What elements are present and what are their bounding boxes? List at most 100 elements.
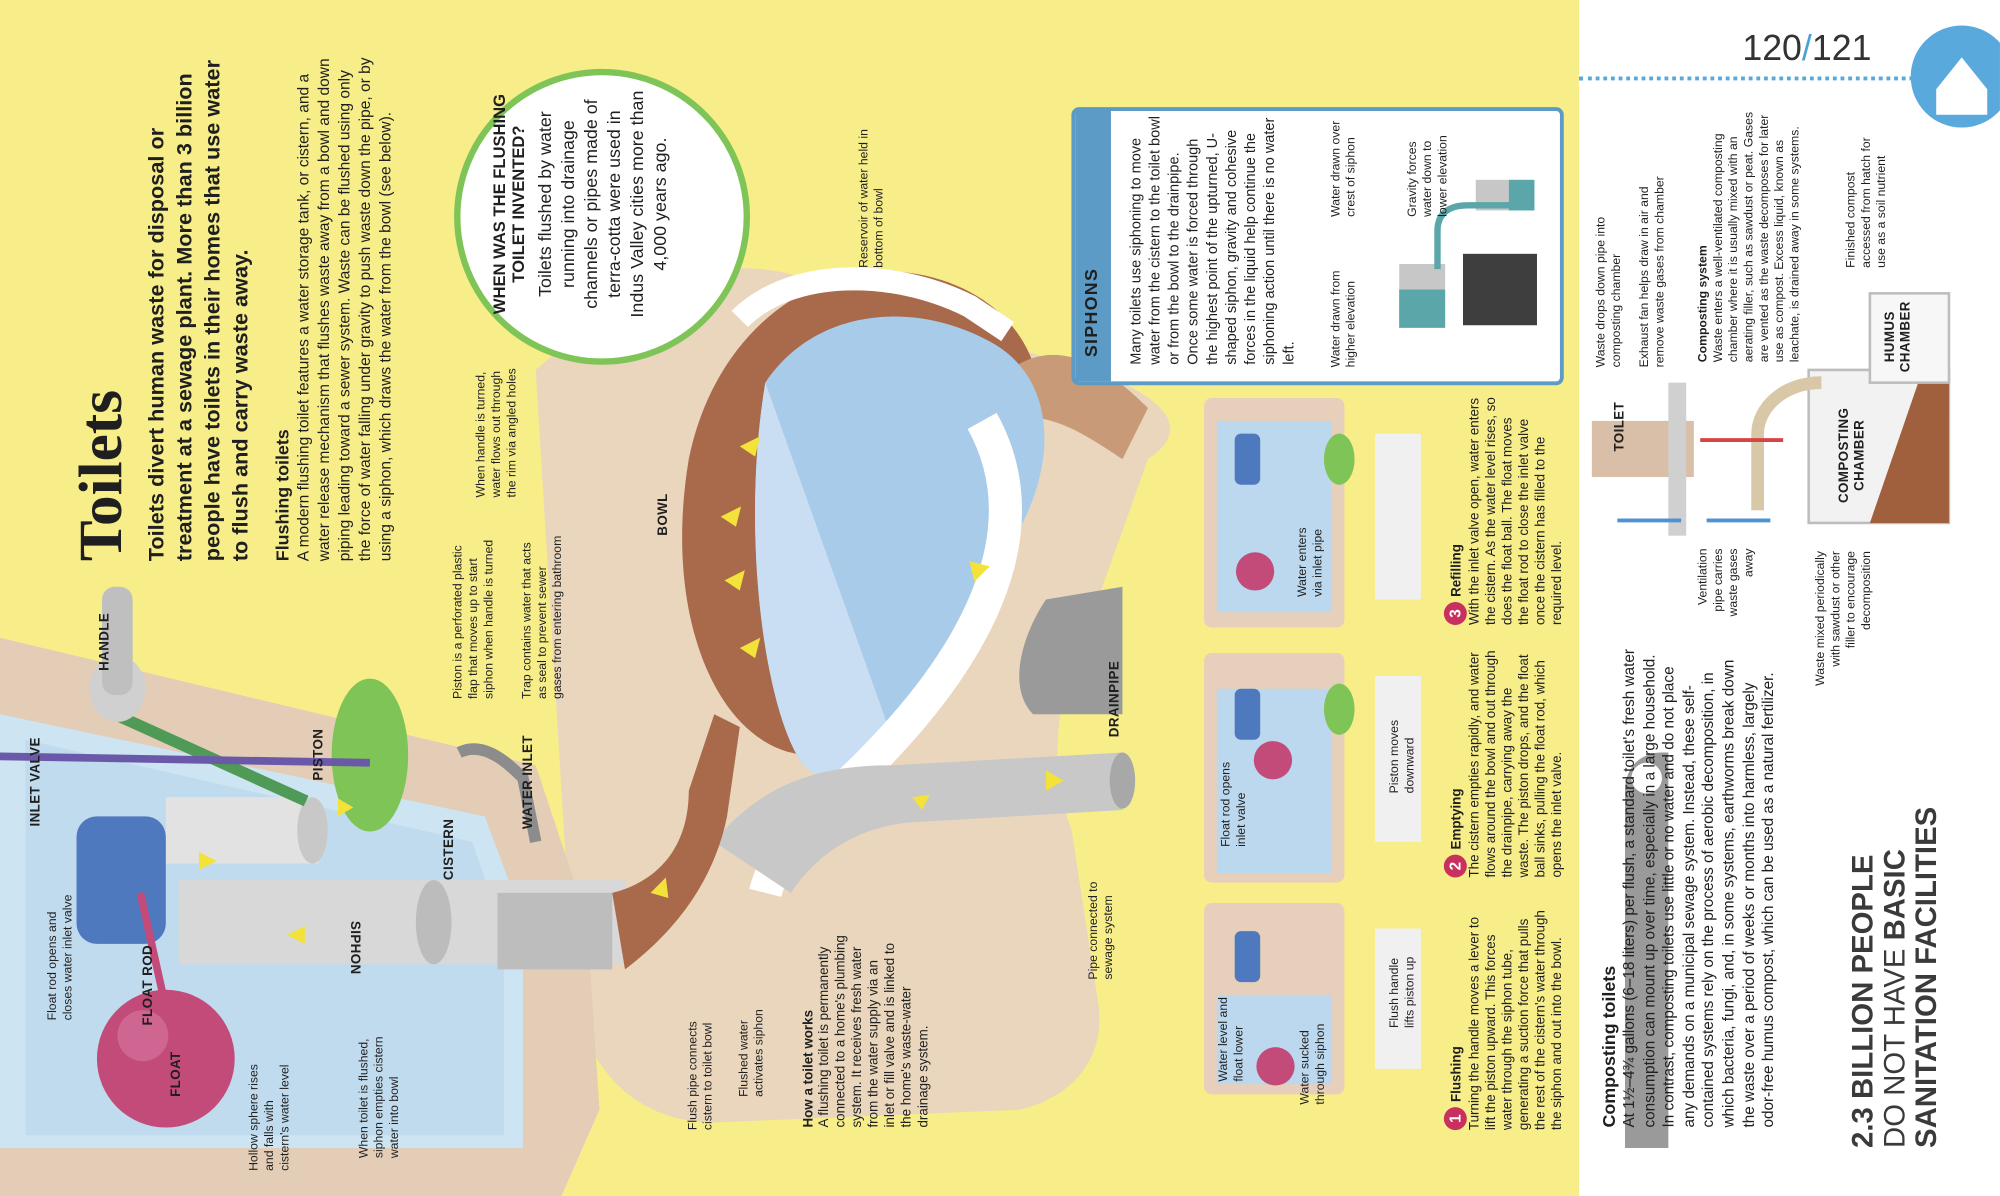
callout-when-flushed: When toilet is flushed, siphon empties c… (357, 1036, 402, 1159)
humus-chamber-box (1868, 292, 1951, 384)
drainpipe-end (1109, 752, 1136, 809)
composting-system: Composting system Waste enters a well-ve… (1696, 107, 1803, 362)
callout-flushed-water: Flushed water activates siphon (737, 1009, 767, 1097)
callout-rim-desc: When handle is turned, water flows out t… (474, 368, 520, 498)
step3-float (1235, 552, 1275, 591)
label-toilet: TOILET (1612, 401, 1628, 452)
arrow-8 (650, 877, 669, 898)
step-1-body: Turning the handle moves a lever to lift… (1466, 910, 1566, 1131)
siphons-heading: SIPHONS (1080, 267, 1101, 358)
step2-bowl (1374, 676, 1421, 842)
callout-waste-mixed: Waste mixed periodically with sawdust or… (1813, 551, 1874, 686)
label-cistern: CISTERN (441, 818, 457, 881)
callout-pipe-connected: Pipe connected to sewage system (1086, 881, 1117, 980)
siphon-upper-water (1399, 289, 1446, 328)
step3-bowl (1374, 433, 1421, 600)
step3-valve (1234, 433, 1261, 485)
step-1-label-level: Water level and float lower (1216, 997, 1247, 1082)
how-works-heading: How a toilet works (801, 1009, 817, 1128)
siphon-tube-curve (1434, 202, 1515, 270)
flushing-section: Flushing toilets A modern flushing toile… (270, 51, 395, 561)
handle-grip (102, 586, 133, 696)
step-1-label-sucked: Water sucked through siphon (1298, 1023, 1328, 1105)
step2-valve (1234, 688, 1261, 740)
step1-bowl (1374, 928, 1421, 1069)
stat-block: 2.3 BILLION PEOPLE DO NOT HAVE BASIC SAN… (1846, 765, 1943, 1148)
invented-text: WHEN WAS THE FLUSHING TOILET INVENTED? T… (490, 89, 671, 319)
step-2-title: Emptying (1448, 788, 1465, 850)
down-pipe (1668, 382, 1687, 536)
label-float: FLOAT (168, 1051, 184, 1097)
purple-rod (0, 752, 370, 767)
stat-line3: SANITATION FACILITIES (1909, 806, 1943, 1148)
label-drainpipe: DRAINPIPE (1107, 660, 1123, 738)
siphon-lower-vessel (1462, 253, 1537, 326)
arrow-6 (1045, 770, 1064, 791)
vent-pipe (1751, 376, 1822, 511)
invented-body: Toilets flushed by water running into dr… (534, 90, 670, 318)
label-water-inlet: WATER INLET (520, 735, 536, 830)
house-icon (1936, 57, 1988, 115)
step-diagram-3 (1204, 397, 1421, 628)
composting-heading: Composting toilets (1598, 965, 1619, 1128)
siphon-diagram (1399, 179, 1537, 328)
composting-system-heading: Composting system (1696, 245, 1711, 363)
arrow-3 (724, 570, 745, 591)
step-3-title: Refilling (1448, 544, 1465, 597)
water-inlet-pipe (456, 743, 542, 843)
page-right: 121 (1811, 28, 1872, 68)
callout-reservoir: Reservoir of water held in bottom of bow… (857, 129, 887, 268)
arrow-10 (198, 852, 217, 870)
label-bowl: BOWL (655, 493, 671, 536)
page-title: Toilets (67, 389, 136, 562)
flushing-body: A modern flushing toilet features a wate… (294, 57, 395, 562)
step-2: 2Emptying The cistern empties rapidly, a… (1443, 648, 1566, 878)
flush-pipe-brown (612, 714, 740, 970)
piston-tube (165, 797, 319, 864)
callout-float-rod-opens: Float rod opens and closes water inlet v… (45, 894, 76, 1021)
step-1: 1Flushing Turning the handle moves a lev… (1443, 901, 1566, 1131)
step-1-title: Flushing (1448, 1046, 1465, 1103)
arrow-4 (739, 637, 761, 659)
float-rod-line (136, 892, 170, 1009)
callout-waste-drops: Waste drops down pipe into composting ch… (1594, 216, 1624, 368)
callout-flush-pipe: Flush pipe connects cistern to toilet bo… (686, 1021, 716, 1131)
step-2-label-piston: Piston moves downward (1387, 719, 1418, 794)
step-3-label-enters: Water enters via inlet pipe (1295, 527, 1326, 597)
drainpipe-shape (714, 752, 1123, 893)
float-ball (96, 989, 235, 1128)
lead-text: Toilets divert human waste for disposal … (144, 59, 253, 562)
step-3-body: With the inlet valve open, water enters … (1466, 397, 1566, 625)
page-divider (1579, 76, 1914, 81)
step-2-label-float-rod: Float rod opens inlet valve (1219, 761, 1249, 847)
inlet-valve-body (76, 816, 166, 944)
siphon-tube-end (415, 880, 452, 965)
how-works-body: A flushing toilet is permanently connect… (816, 935, 932, 1128)
callout-finished: Finished compost accessed from hatch for… (1844, 137, 1890, 268)
step-diagram-1 (1204, 903, 1421, 1095)
step1-float (1256, 1047, 1295, 1086)
siphons-strip (1075, 110, 1111, 382)
arrow-1 (739, 436, 761, 457)
step-3: 3Refilling With the inlet valve open, wa… (1443, 395, 1566, 625)
stat-bold: BASIC (1877, 849, 1911, 941)
composting-diagram (1591, 25, 2000, 1148)
arrow-7 (911, 794, 930, 810)
callout-trap-desc: Trap contains water that acts as seal to… (520, 535, 566, 699)
callout-exhaust-fan: Exhaust fan helps draw in air and remove… (1637, 176, 1668, 368)
step-diagram-2 (1204, 653, 1421, 883)
composting-section: Composting toilets At 1½–4¾ gallons (6–1… (1597, 643, 1779, 1128)
label-humus-chamber: HUMUS CHAMBER (1882, 301, 1914, 373)
step-2-number: 2 (1443, 854, 1467, 878)
label-piston: PISTON (311, 728, 327, 781)
siphons-box (1071, 107, 1564, 386)
float-highlight (117, 1010, 169, 1062)
toilet-roll-core (1631, 762, 1662, 794)
callout-hollow-sphere: Hollow sphere rises and falls with ciste… (247, 1064, 293, 1171)
label-composting-chamber: COMPOSTING CHAMBER (1836, 407, 1868, 504)
composting-system-body: Waste enters a well-ventilated compostin… (1711, 111, 1803, 363)
page-sep: / (1801, 28, 1812, 68)
step3-piston (1323, 433, 1355, 485)
